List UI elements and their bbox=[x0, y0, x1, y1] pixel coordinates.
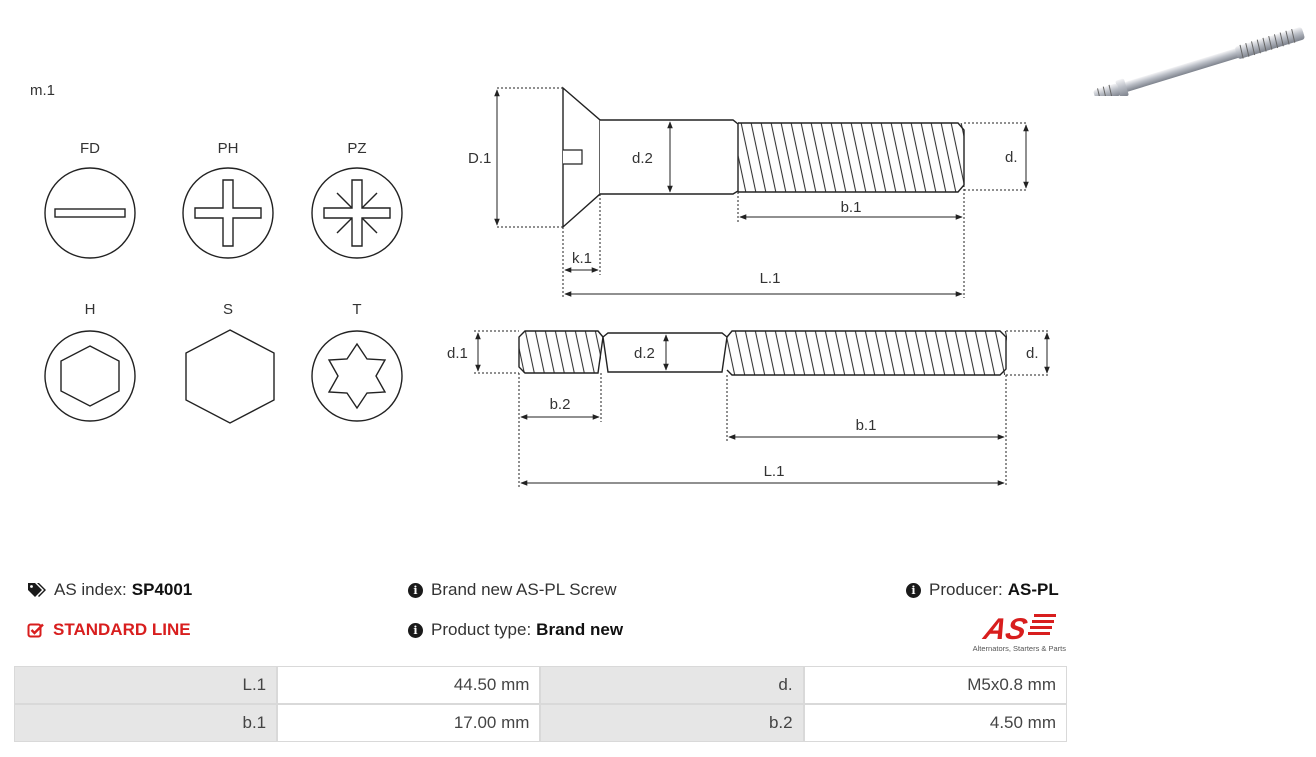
head-label-ph: PH bbox=[218, 140, 239, 157]
check-square-icon bbox=[27, 623, 44, 638]
hex-head-icon bbox=[185, 329, 275, 424]
logo-tagline: Alternators, Starters & Parts bbox=[973, 644, 1067, 653]
dim-label-stud-d2: d.2 bbox=[634, 345, 655, 362]
torx-head-icon bbox=[311, 330, 403, 422]
info-icon: i bbox=[906, 582, 921, 598]
product-photo bbox=[1093, 27, 1305, 96]
dim-label-screw-b1: b.1 bbox=[841, 199, 862, 216]
spec-value: 44.50 mm bbox=[277, 666, 541, 704]
spec-label: b.1 bbox=[14, 704, 278, 742]
dim-label-stud-d1: d.1 bbox=[447, 345, 468, 362]
dim-label-stud-L1: L.1 bbox=[764, 463, 785, 480]
head-label-pz: PZ bbox=[347, 140, 366, 157]
stud-bolt-drawing: d.1 d.2 d. b.2 b.1 L.1 bbox=[447, 330, 1050, 487]
model-label: m.1 bbox=[30, 82, 55, 99]
spec-label: b.2 bbox=[540, 704, 804, 742]
description-row: i Brand new AS-PL Screw bbox=[408, 580, 617, 600]
dim-label-k1: k.1 bbox=[572, 250, 592, 267]
dim-label-stud-b1: b.1 bbox=[856, 417, 877, 434]
product-type-label: Product type: bbox=[431, 620, 532, 639]
screw-dimension-diagram: m.1 FD PH PZ H S T bbox=[30, 82, 1050, 487]
head-label-t: T bbox=[352, 301, 361, 318]
spec-value: M5x0.8 mm bbox=[803, 666, 1067, 704]
head-label-fd: FD bbox=[80, 140, 100, 157]
pozidriv-head-icon bbox=[311, 167, 403, 259]
producer-label: Producer: bbox=[929, 580, 1003, 599]
countersunk-screw-drawing: D.1 d.2 d. b.1 k.1 L.1 bbox=[468, 86, 1029, 298]
tags-icon bbox=[28, 583, 46, 597]
dim-label-D1: D.1 bbox=[468, 150, 491, 167]
standard-line-row: STANDARD LINE bbox=[27, 620, 191, 640]
as-pl-logo: AS Alternators, Starters & Parts bbox=[962, 608, 1068, 654]
table-row: b.1 17.00 mm b.2 4.50 mm bbox=[14, 704, 1067, 742]
table-row: L.1 44.50 mm d. M5x0.8 mm bbox=[14, 666, 1067, 704]
flat-slot-head-icon bbox=[44, 167, 136, 259]
specs-table: L.1 44.50 mm d. M5x0.8 mm b.1 17.00 mm b… bbox=[14, 666, 1067, 742]
spec-value: 17.00 mm bbox=[277, 704, 541, 742]
as-logo-mark: AS Alternators, Starters & Parts bbox=[973, 612, 1067, 653]
producer-value: AS-PL bbox=[1007, 580, 1059, 599]
phillips-head-icon bbox=[182, 167, 274, 259]
as-index-row: AS index: SP4001 bbox=[27, 580, 192, 600]
as-index-label: AS index: bbox=[54, 580, 127, 599]
head-label-s: S bbox=[223, 301, 233, 318]
dim-label-screw-L1: L.1 bbox=[760, 270, 781, 287]
info-icon: i bbox=[408, 622, 423, 638]
dim-label-b2: b.2 bbox=[550, 396, 571, 413]
svg-text:AS: AS bbox=[980, 612, 1031, 645]
product-description: Brand new AS-PL Screw bbox=[431, 580, 617, 599]
standard-line-label: STANDARD LINE bbox=[53, 620, 191, 639]
producer-row: i Producer: AS-PL bbox=[906, 580, 1059, 600]
spec-value: 4.50 mm bbox=[803, 704, 1067, 742]
product-type-value: Brand new bbox=[536, 620, 624, 639]
hex-socket-head-icon bbox=[44, 330, 136, 422]
spec-label: d. bbox=[540, 666, 804, 704]
head-label-h: H bbox=[85, 301, 96, 318]
info-icon: i bbox=[408, 582, 423, 598]
dim-label-screw-d: d. bbox=[1005, 149, 1018, 166]
spec-label: L.1 bbox=[14, 666, 278, 704]
dim-label-stud-d: d. bbox=[1026, 345, 1039, 362]
dim-label-screw-d2: d.2 bbox=[632, 150, 653, 167]
product-type-row: i Product type: Brand new bbox=[408, 620, 623, 640]
as-index-value: SP4001 bbox=[131, 580, 193, 599]
